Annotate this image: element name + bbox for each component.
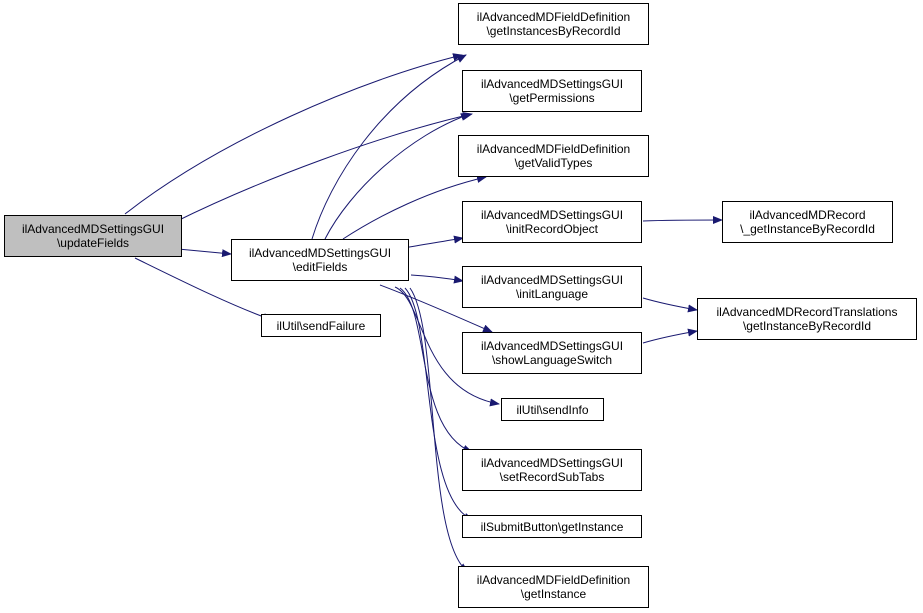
node-label-line1: ilUtil\sendInfo — [516, 402, 589, 417]
edge-update-to-getinstancesbyrecordid — [124, 53, 463, 215]
node-label-line2: \initRecordObject — [505, 222, 599, 236]
node-get-valid-types[interactable]: ilAdvancedMDFieldDefinition \getValidTyp… — [458, 135, 649, 177]
node-label-line1: ilSubmitButton\getInstance — [480, 519, 624, 534]
node-init-record-object[interactable]: ilAdvancedMDSettingsGUI \initRecordObjec… — [462, 201, 642, 243]
node-label-line2: \initLanguage — [515, 287, 589, 301]
node-label-line1: ilAdvancedMDRecord — [749, 208, 866, 222]
node-label-line2: \editFields — [292, 260, 348, 274]
node-label-line1: ilAdvancedMDSettingsGUI — [480, 208, 624, 222]
node-label-line1: ilAdvancedMDSettingsGUI — [480, 77, 624, 91]
node-field-definition-get-instance[interactable]: ilAdvancedMDFieldDefinition \getInstance — [458, 566, 649, 608]
node-label-line2: \showLanguageSwitch — [491, 353, 613, 367]
node-send-failure[interactable]: ilUtil\sendFailure — [261, 314, 381, 337]
edge-edit-to-getinstancesbyrecordid — [311, 54, 467, 240]
edge-initrecordobject-to-recordgetinstance — [642, 216, 723, 225]
edge-update-to-editfields — [177, 248, 232, 258]
node-label-line1: ilAdvancedMDFieldDefinition — [476, 573, 631, 587]
node-label-line1: ilAdvancedMDFieldDefinition — [476, 142, 631, 156]
node-label-line2: \getInstance — [520, 587, 587, 601]
node-record-translations-get-instance[interactable]: ilAdvancedMDRecordTranslations \getInsta… — [697, 298, 917, 340]
node-label-line1: ilAdvancedMDSettingsGUI — [480, 339, 624, 353]
node-init-language[interactable]: ilAdvancedMDSettingsGUI \initLanguage — [462, 266, 642, 308]
edge-edit-to-sendinfo — [394, 286, 500, 407]
edge-update-to-sendfailure — [134, 257, 273, 321]
edge-initlanguage-to-translationsgetinstance — [642, 297, 698, 313]
edge-edit-to-getpermissions — [324, 113, 471, 240]
node-label-line1: ilAdvancedMDSettingsGUI — [480, 456, 624, 470]
edge-edit-to-fieldgetinstance — [409, 287, 469, 573]
edge-edit-to-initlanguage — [410, 274, 464, 284]
node-set-record-sub-tabs[interactable]: ilAdvancedMDSettingsGUI \setRecordSubTab… — [462, 449, 642, 491]
node-record-get-instance-by-record-id[interactable]: ilAdvancedMDRecord \_getInstanceByRecord… — [722, 201, 893, 243]
node-label-line1: ilAdvancedMDSettingsGUI — [21, 222, 165, 236]
node-get-instances-by-record-id[interactable]: ilAdvancedMDFieldDefinition \getInstance… — [458, 3, 649, 45]
node-label-line2: \getInstancesByRecordId — [486, 24, 621, 38]
edge-edit-to-initrecordobject — [403, 235, 464, 249]
node-submit-button-get-instance[interactable]: ilSubmitButton\getInstance — [462, 515, 642, 538]
edge-showlanguageswitch-to-translationsgetinstance — [642, 328, 698, 344]
node-show-language-switch[interactable]: ilAdvancedMDSettingsGUI \showLanguageSwi… — [462, 332, 642, 374]
node-label-line2: \getValidTypes — [514, 156, 593, 170]
node-label-line1: ilAdvancedMDRecordTranslations — [716, 305, 898, 319]
node-label-line2: \_getInstanceByRecordId — [740, 222, 875, 236]
edge-update-to-getpermissions — [174, 112, 473, 223]
node-edit-fields[interactable]: ilAdvancedMDSettingsGUI \editFields — [231, 239, 409, 281]
node-label-line1: ilAdvancedMDSettingsGUI — [248, 246, 392, 260]
node-label-line2: \updateFields — [56, 236, 130, 250]
edge-edit-to-showlanguageswitch — [379, 284, 493, 333]
node-label-line2: \getPermissions — [509, 91, 595, 105]
edge-edit-to-getvalidtypes — [342, 175, 487, 240]
node-update-fields[interactable]: ilAdvancedMDSettingsGUI \updateFields — [4, 215, 182, 257]
node-label-line2: \getInstanceByRecordId — [742, 319, 872, 333]
node-label-line2: \setRecordSubTabs — [499, 470, 605, 484]
node-get-permissions[interactable]: ilAdvancedMDSettingsGUI \getPermissions — [462, 70, 642, 112]
node-label-line1: ilAdvancedMDFieldDefinition — [476, 10, 631, 24]
edge-edit-to-submitgetinstance — [404, 287, 474, 521]
node-label-line1: ilAdvancedMDSettingsGUI — [480, 273, 624, 287]
node-send-info[interactable]: ilUtil\sendInfo — [501, 398, 604, 421]
node-label-line1: ilUtil\sendFailure — [276, 318, 366, 333]
